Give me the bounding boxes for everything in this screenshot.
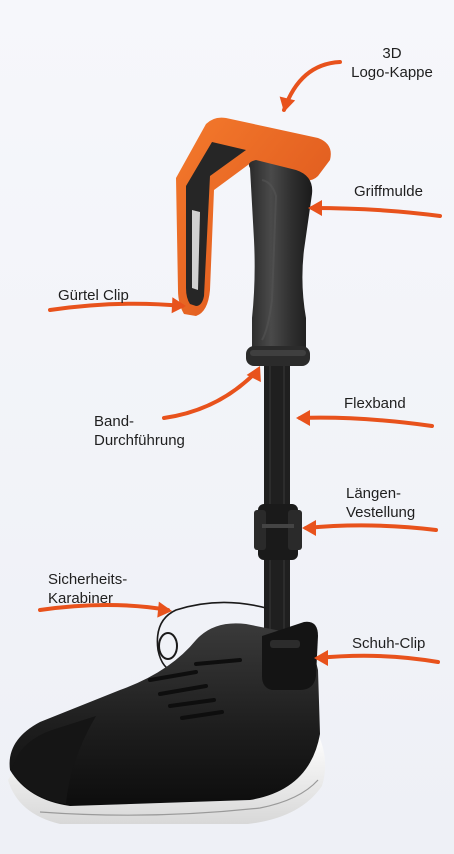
belt-clip-shape [186, 142, 246, 306]
arrow-belt-clip [48, 297, 186, 314]
arrow-head-icon [279, 96, 296, 112]
grip-texture [261, 179, 278, 341]
shoe-clip [262, 621, 318, 690]
label-flexband: Flexband [344, 394, 406, 413]
arrow-head-icon [171, 297, 186, 314]
handle-assembly [176, 117, 331, 366]
label-safety-carabiner-line2: Karabiner [48, 590, 114, 607]
arrow-safety-carabiner [38, 601, 172, 618]
label-length-adjust: Längen- Vestellung [346, 484, 415, 522]
arrow-shoe-clip [314, 650, 440, 666]
carabiner-cord [156, 601, 267, 673]
arrow-length-adjust [302, 520, 438, 536]
sneaker [8, 623, 326, 824]
arrow-grip [308, 200, 442, 218]
shoe-upper [9, 623, 320, 806]
length-adjust-buckle [254, 504, 302, 560]
arrow-head-icon [157, 601, 172, 618]
label-belt-clip-text: Gürtel Clip [58, 287, 129, 304]
label-band-guide-line1: Band- [94, 413, 135, 430]
label-shoe-clip-text: Schuh-Clip [352, 635, 426, 652]
label-belt-clip: Gürtel Clip [58, 286, 129, 305]
label-grip: Griffmulde [354, 182, 423, 201]
shoe-sole [8, 734, 326, 824]
label-safety-carabiner-line1: Sicherheits- [48, 571, 128, 588]
arrow-band-guide [162, 366, 261, 420]
label-flexband-text: Flexband [344, 395, 406, 412]
label-logo-cap-line1: 3D [382, 45, 402, 62]
arrow-head-icon [302, 520, 316, 536]
arrow-flexband [296, 410, 434, 428]
label-logo-cap: 3D Logo-Kappe [344, 44, 440, 82]
arrow-head-icon [296, 410, 310, 426]
label-band-guide: Band- Durchführung [94, 412, 185, 450]
grip-shape [248, 160, 313, 352]
arrow-head-icon [308, 200, 322, 216]
flexband-strap [264, 366, 290, 636]
carabiner-ring [158, 632, 178, 660]
callout-arrows [38, 60, 442, 666]
label-length-adjust-line1: Längen- [346, 485, 402, 502]
label-shoe-clip: Schuh-Clip [352, 634, 425, 653]
label-band-guide-line2: Durchführung [94, 432, 185, 449]
arrow-head-icon [314, 650, 328, 666]
label-length-adjust-line2: Vestellung [346, 504, 416, 521]
label-safety-carabiner: Sicherheits- Karabiner [48, 570, 127, 608]
label-logo-cap-line2: Logo-Kappe [351, 64, 433, 81]
arrow-logo-cap [279, 60, 342, 112]
belt-clip-slot [192, 210, 200, 290]
arrow-head-icon [246, 366, 261, 383]
label-grip-text: Griffmulde [354, 183, 423, 200]
